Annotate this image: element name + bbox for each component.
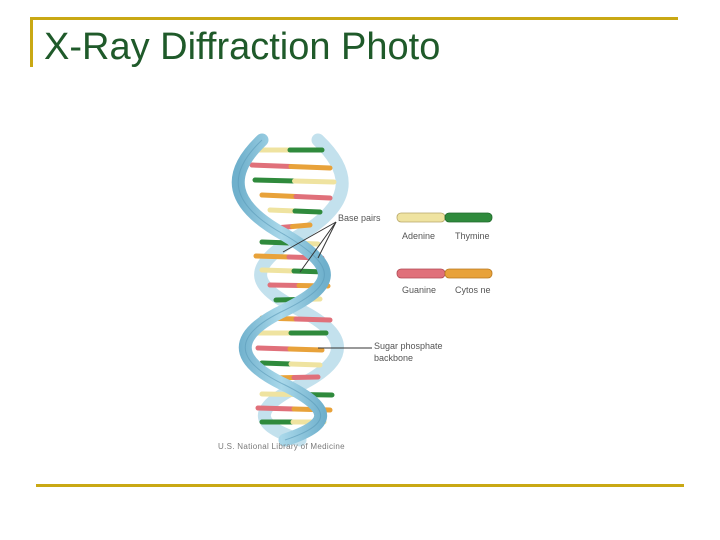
base-pair-rung-half xyxy=(255,405,297,412)
label-adenine: Adenine xyxy=(402,231,435,241)
cytosine-swatch xyxy=(444,268,493,279)
base-pair-rung-half xyxy=(292,208,323,215)
backbone-callout: Sugar phosphate backbone xyxy=(318,341,443,363)
base-pairs-callout: Base pairs xyxy=(282,213,381,273)
slide-title: X-Ray Diffraction Photo xyxy=(44,26,441,68)
adenine-swatch xyxy=(396,212,446,223)
label-cytosine: Cytos ne xyxy=(455,285,491,295)
legend-adenine-thymine: Adenine Thymine xyxy=(396,212,493,241)
legend-guanine-cytosine: Guanine Cytos ne xyxy=(396,268,493,295)
base-pair-rung-half xyxy=(259,360,294,367)
base-pair-rung-half xyxy=(267,282,302,288)
label-guanine: Guanine xyxy=(402,285,436,295)
base-pair-rung-half xyxy=(255,345,293,352)
thymine-swatch xyxy=(444,212,493,223)
base-pair-rung-half xyxy=(267,207,298,214)
backbone-strand-front-edge xyxy=(237,139,325,441)
label-sugar-phosphate: Sugar phosphate xyxy=(374,341,443,351)
base-pair-rung-half xyxy=(253,253,292,260)
title-accent-horizontal-line xyxy=(30,17,678,20)
label-backbone: backbone xyxy=(374,353,413,363)
base-pair-rung-half xyxy=(259,192,299,199)
title-accent-vertical-line xyxy=(30,17,33,67)
label-base-pairs: Base pairs xyxy=(338,213,381,223)
base-pair-rung-half xyxy=(287,346,325,353)
base-pair-rung-half xyxy=(288,164,333,171)
base-pair-rung-half xyxy=(288,361,323,368)
guanine-swatch xyxy=(396,268,446,279)
label-thymine: Thymine xyxy=(455,231,490,241)
base-pair-rung-half xyxy=(259,267,297,274)
base-pair-rung-half xyxy=(292,178,337,185)
base-pair-rung-half xyxy=(291,374,321,380)
base-pair-rung-half xyxy=(293,194,333,201)
base-pair-rung-half xyxy=(249,162,294,169)
backbone-strand-back xyxy=(254,133,349,447)
footer-accent-line xyxy=(36,484,684,487)
base-pair-rung-half xyxy=(252,177,297,184)
base-pair-rung-half xyxy=(293,316,333,323)
base-pair-rung-half xyxy=(259,239,293,246)
base-pair-rung-half xyxy=(290,222,313,229)
image-credit: U.S. National Library of Medicine xyxy=(218,442,345,451)
